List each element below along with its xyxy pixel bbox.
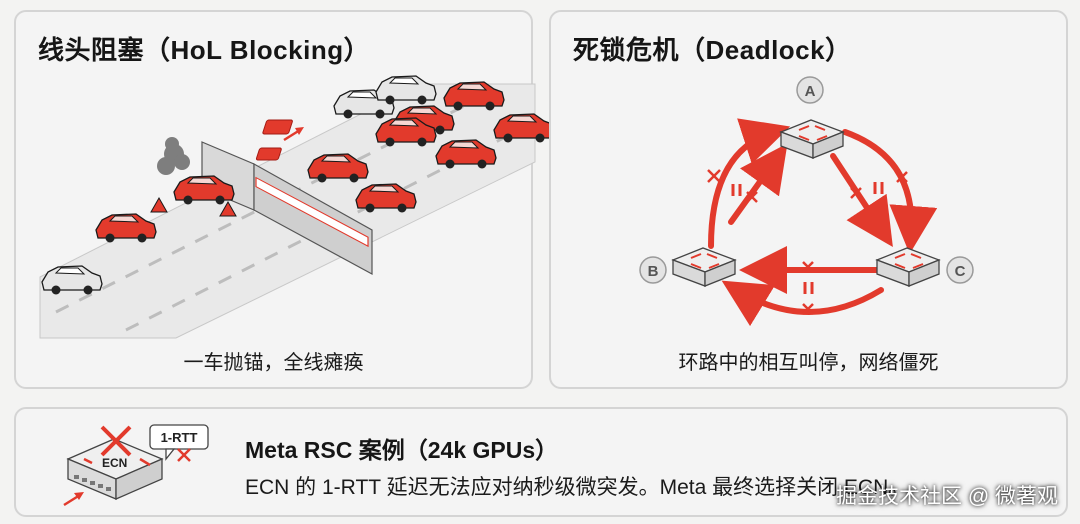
- pause-icon: [731, 182, 884, 294]
- hol-caption: 一车抛锚，全线瘫痪: [183, 352, 364, 374]
- ecn-switch-icon: ECN 1-RTT: [63, 424, 209, 507]
- meta-case-card: ECN 1-RTT Meta RSC 案例（24k GPUs） ECN 的 1-…: [14, 407, 1068, 517]
- ecn-switch-label: ECN: [102, 456, 127, 470]
- meta-title: Meta RSC 案例（24k GPUs）: [245, 437, 559, 463]
- switch-icon: [876, 247, 940, 287]
- cross-icon: [100, 425, 132, 457]
- warning-triangle-icon: [150, 196, 237, 217]
- packet-icon: [255, 119, 293, 161]
- highway-icon: [39, 75, 555, 339]
- node-b-label: B: [648, 263, 659, 280]
- deadlock-caption: 环路中的相互叫停，网络僵死: [678, 352, 939, 374]
- watermark: 掘金技术社区 @ 微著观: [836, 485, 1058, 508]
- cross-icon: [707, 169, 908, 315]
- node-c-label: C: [955, 263, 966, 280]
- speech-bubble-icon: 1-RTT: [149, 424, 209, 462]
- node-a-label: A: [805, 83, 816, 100]
- hol-title: 线头阻塞（HoL Blocking）: [38, 35, 371, 65]
- switch-icon: [780, 119, 844, 159]
- deadlock-card: 死锁危机（Deadlock）: [549, 10, 1068, 389]
- deadlock-title: 死锁危机（Deadlock）: [573, 35, 852, 65]
- hol-blocking-card: 线头阻塞（HoL Blocking）: [14, 10, 555, 389]
- switch-icon: [672, 247, 736, 287]
- smoke-icon: [157, 137, 190, 175]
- rtt-badge: 1-RTT: [161, 430, 198, 445]
- cycle-arrow-icon: [708, 118, 938, 327]
- meta-description: ECN 的 1-RTT 延迟无法应对纳秒级微突发。Meta 最终选择关闭 ECN…: [245, 476, 910, 499]
- deadlock-diagram: A B C: [639, 76, 974, 327]
